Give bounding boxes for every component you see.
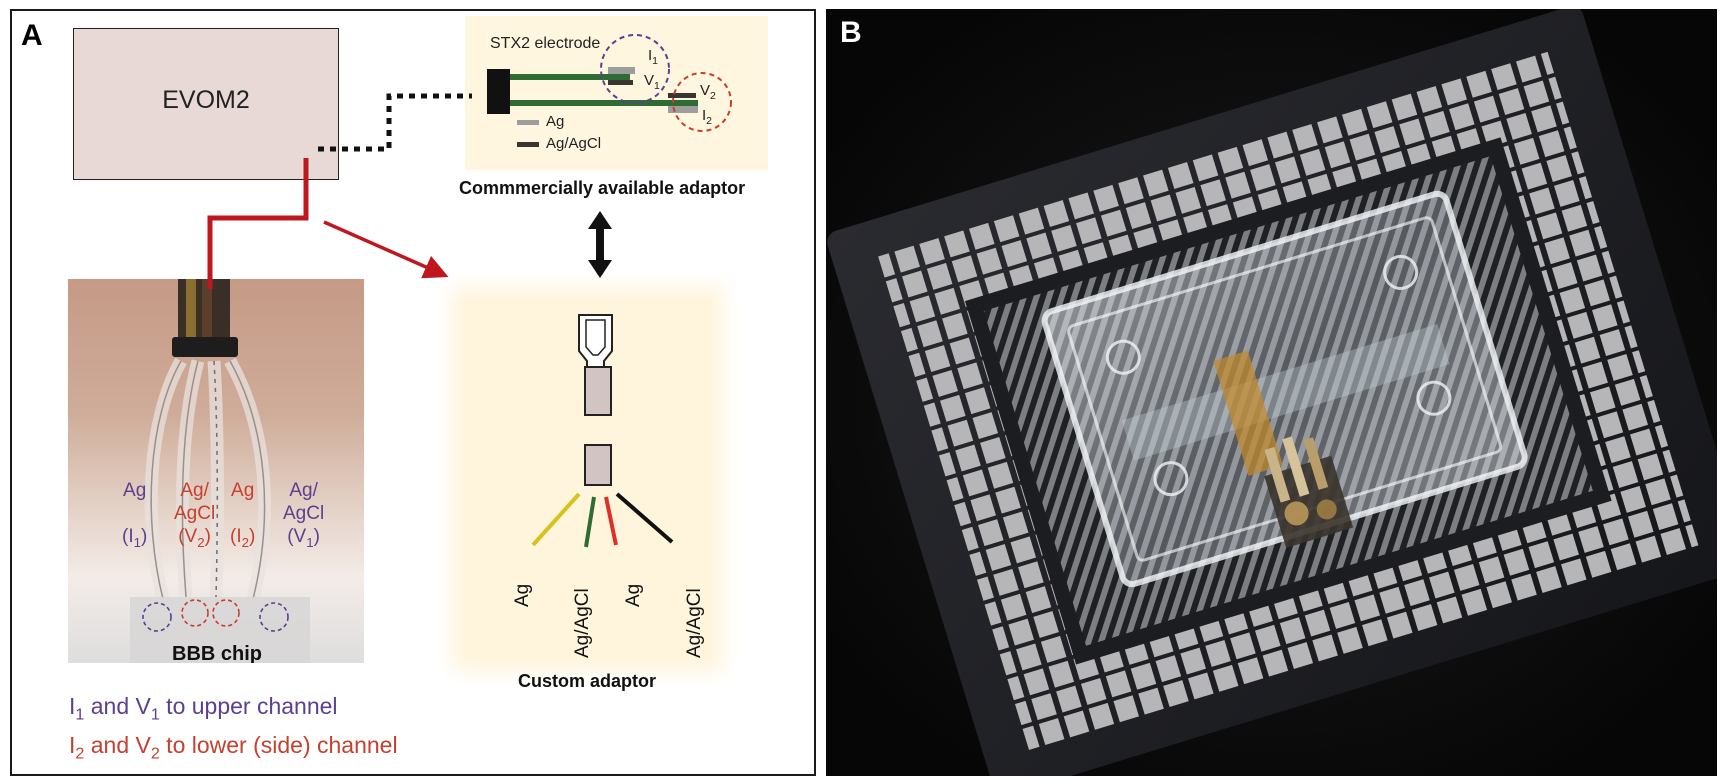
connector-pins <box>1264 436 1354 548</box>
stx-v2-label: V2 <box>700 82 716 102</box>
evom2-device: EVOM2 <box>73 28 339 180</box>
panel-a-diagram <box>207 34 732 548</box>
bbb-chip-photo: BBB chip <box>68 279 364 663</box>
port-circle-v2 <box>181 599 209 627</box>
stx-v1-label: V1 <box>644 72 660 92</box>
stx-i1-label: I1 <box>648 47 659 67</box>
wire-label-agagcl-1: Ag/AgCl <box>572 588 593 658</box>
tube-3 <box>207 360 224 598</box>
panel-a-letter: A <box>21 19 43 52</box>
port-circle-v1 <box>259 602 289 632</box>
note-upper-channel: I1 and V1 to upper channel <box>69 693 338 724</box>
stx2-electrode-drawing <box>487 34 732 147</box>
red-arrow <box>323 220 449 279</box>
wire-label-ag-1: Ag <box>512 583 533 607</box>
wire-label-agagcl-2: Ag/AgCl <box>684 588 705 658</box>
port-circle-i2 <box>212 599 240 627</box>
chip-photo <box>826 9 1717 776</box>
legend-agagcl-label: Ag/AgCl <box>546 135 602 152</box>
red-cable <box>207 158 309 289</box>
chip-tubing-illustration <box>130 279 310 663</box>
legend-ag-label: Ag <box>546 113 565 130</box>
tube-label-ag-i1: Ag (I1) <box>122 480 148 550</box>
panel-a: A EVOM2 BBB chip <box>10 9 816 776</box>
connector-block <box>172 337 238 357</box>
evom2-label: EVOM2 <box>162 86 250 114</box>
panel-b: B <box>826 9 1717 776</box>
wire-label-ag-2: Ag <box>623 583 644 607</box>
commercial-adaptor-caption: Commmercially available adaptor <box>459 178 746 198</box>
stx-i2-label: I2 <box>702 107 713 127</box>
double-arrow <box>588 211 612 278</box>
port-circle-i1 <box>142 602 172 632</box>
panel-b-letter: B <box>840 16 862 49</box>
tube-label-ag-i2: Ag (I2) <box>230 480 256 550</box>
dotted-cable <box>318 93 472 152</box>
tube-label-agagcl-v2: Ag/ AgCl (V2) <box>174 480 216 550</box>
electrode-strip <box>1213 350 1283 476</box>
bbb-chip-label: BBB chip <box>172 643 262 663</box>
stx2-electrode-label: STX2 electrode <box>490 35 601 52</box>
tube-label-agagcl-v1: Ag/ AgCl (V1) <box>283 480 325 550</box>
custom-adaptor-caption: Custom adaptor <box>518 671 657 691</box>
custom-adaptor-drawing <box>531 314 674 548</box>
note-lower-channel: I2 and V2 to lower (side) channel <box>69 732 398 763</box>
